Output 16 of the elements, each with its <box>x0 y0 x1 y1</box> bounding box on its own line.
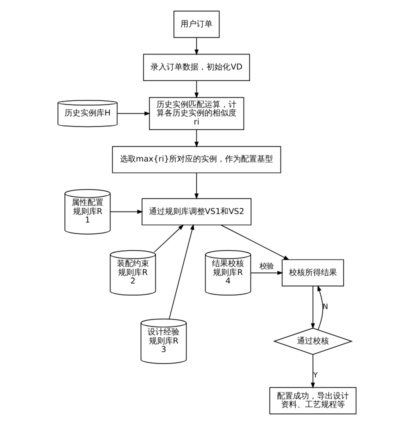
arrow <box>194 172 199 200</box>
arrow <box>110 210 144 214</box>
arrow <box>310 354 315 389</box>
arrow <box>310 286 315 330</box>
arrow <box>220 224 290 260</box>
edge-label: N <box>322 302 328 311</box>
arrow <box>250 270 284 275</box>
edge-label: 校验 <box>259 261 274 270</box>
arrow <box>194 80 199 99</box>
arrow <box>194 130 199 148</box>
arrow <box>318 285 324 330</box>
edge-label: Y <box>313 370 318 380</box>
arrow <box>154 224 184 252</box>
arrow <box>168 224 194 320</box>
arrow <box>194 37 199 56</box>
arrow <box>117 112 150 116</box>
